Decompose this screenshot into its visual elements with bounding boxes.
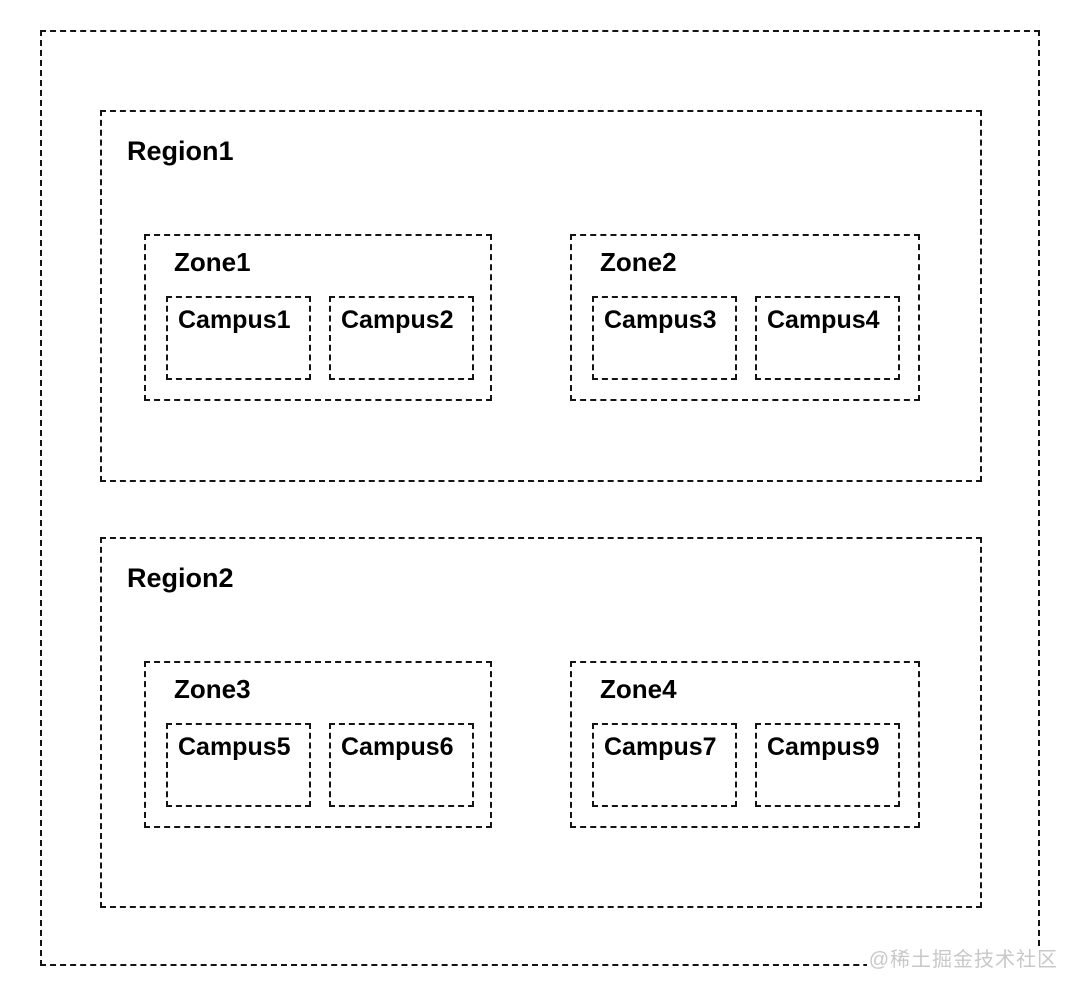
- zone1-box: Zone1 Campus1 Campus2: [144, 234, 492, 401]
- campus3-label: Campus3: [604, 306, 717, 334]
- campus2-label: Campus2: [341, 306, 454, 334]
- campus1-label: Campus1: [178, 306, 291, 334]
- region2-box: Region2 Zone3 Campus5 Campus6 Zone4 Camp…: [100, 537, 982, 908]
- campus6-label: Campus6: [341, 733, 454, 761]
- outer-boundary-box: [40, 30, 1040, 966]
- zone1-label: Zone1: [174, 247, 251, 277]
- campus7-label: Campus7: [604, 733, 717, 761]
- campus5-box: Campus5: [166, 723, 311, 807]
- region1-label: Region1: [127, 136, 234, 166]
- campus2-box: Campus2: [329, 296, 474, 380]
- zone3-label: Zone3: [174, 674, 251, 704]
- campus6-box: Campus6: [329, 723, 474, 807]
- zone4-box: Zone4 Campus7 Campus9: [570, 661, 920, 828]
- campus9-box: Campus9: [755, 723, 900, 807]
- zone4-label: Zone4: [600, 674, 677, 704]
- campus7-box: Campus7: [592, 723, 737, 807]
- region1-box: Region1 Zone1 Campus1 Campus2 Zone2 Camp…: [100, 110, 982, 482]
- campus3-box: Campus3: [592, 296, 737, 380]
- zone3-box: Zone3 Campus5 Campus6: [144, 661, 492, 828]
- campus1-box: Campus1: [166, 296, 311, 380]
- zone2-label: Zone2: [600, 247, 677, 277]
- zone2-box: Zone2 Campus3 Campus4: [570, 234, 920, 401]
- watermark: @稀土掘金技术社区: [866, 949, 1060, 971]
- campus9-label: Campus9: [767, 733, 880, 761]
- campus5-label: Campus5: [178, 733, 291, 761]
- campus4-box: Campus4: [755, 296, 900, 380]
- campus4-label: Campus4: [767, 306, 880, 334]
- region2-label: Region2: [127, 563, 234, 593]
